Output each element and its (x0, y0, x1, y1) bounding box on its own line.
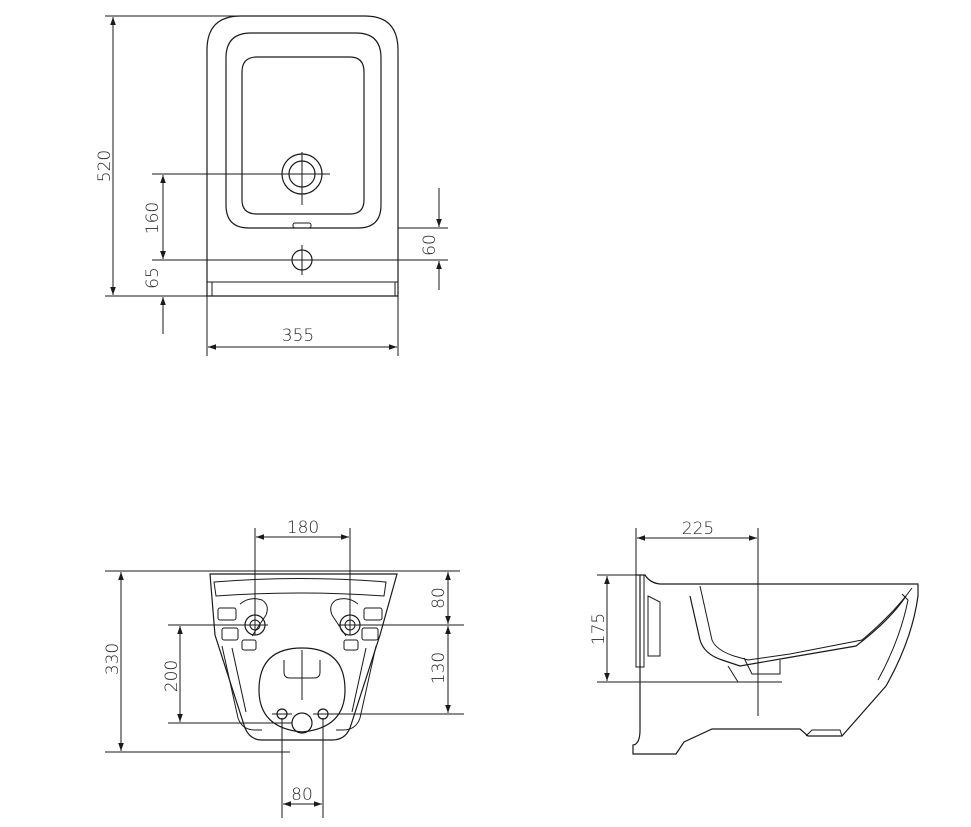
top-view: 520 160 65 60 355 (95, 15, 448, 356)
side-view: 225 175 (589, 519, 919, 755)
dim-65-label: 65 (143, 267, 163, 289)
top-view-outline (206, 15, 399, 297)
side-view-outline (632, 574, 919, 755)
rear-plate (211, 281, 396, 297)
dim-130-label: 130 (429, 652, 449, 684)
waste-opening (258, 647, 346, 733)
waste-outlet (291, 712, 313, 734)
dim-225-label: 225 (682, 519, 714, 539)
dim-355-label: 355 (282, 326, 314, 346)
dim-200-label: 200 (162, 660, 182, 692)
rear-view: 180 330 200 80 130 80 (103, 518, 464, 818)
overflow-slot (292, 222, 312, 229)
dim-80-bottom-label: 80 (291, 785, 313, 805)
top-view-rim (225, 32, 382, 229)
side-view-bowl (689, 595, 907, 667)
rear-view-outline (209, 573, 398, 741)
dim-60-label: 60 (420, 234, 440, 256)
dim-80-top-label: 80 (429, 587, 449, 609)
dim-160-label: 160 (143, 202, 163, 234)
dim-330-label: 330 (103, 643, 123, 675)
dim-180-label: 180 (287, 518, 319, 538)
top-view-bowl (241, 56, 365, 215)
dim-520-label: 520 (95, 150, 115, 182)
dim-175-label: 175 (589, 613, 609, 645)
